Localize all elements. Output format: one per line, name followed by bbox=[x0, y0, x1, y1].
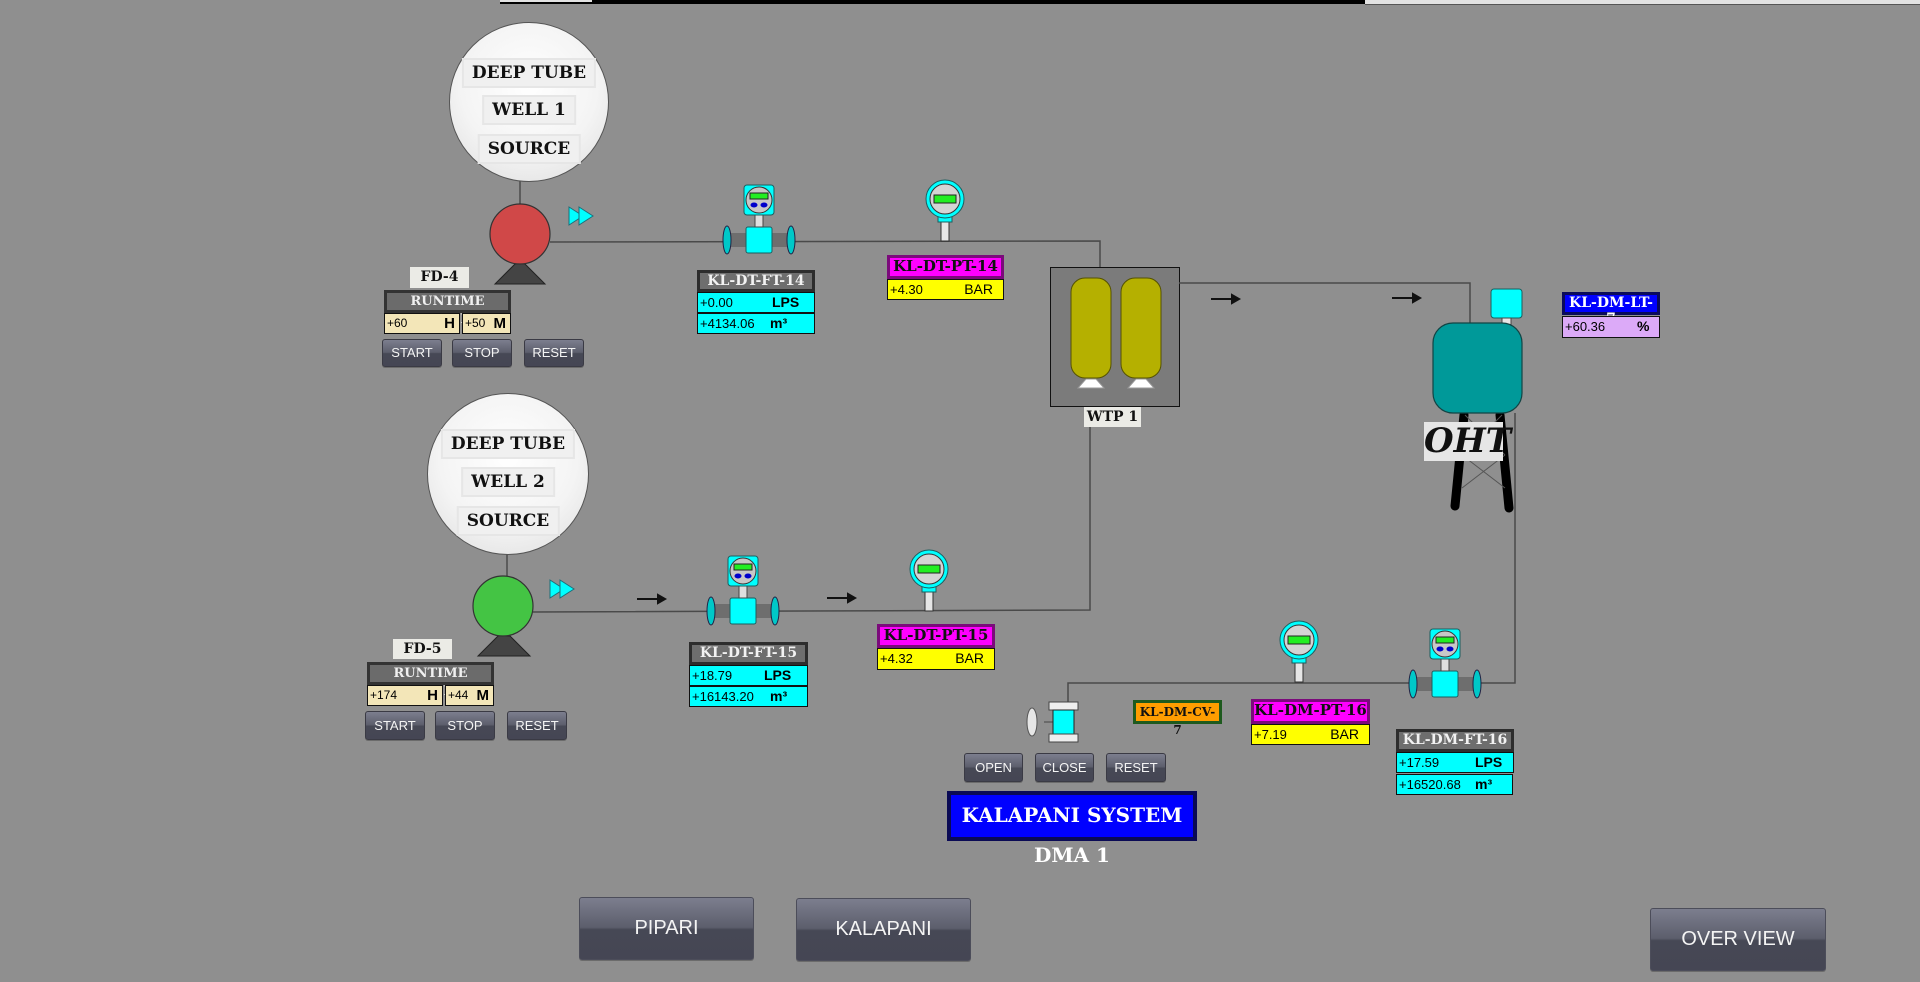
pump-1-icon bbox=[489, 203, 551, 285]
pump-1-runtime-label: RUNTIME PUMP bbox=[384, 290, 511, 327]
pump-2-tag: FD-5 bbox=[393, 639, 452, 659]
oht-label: OHT bbox=[1424, 421, 1512, 461]
flow-meter-icon bbox=[1408, 628, 1482, 699]
nav-pipari-button[interactable]: PIPARI bbox=[579, 897, 754, 960]
pump-1-runtime-minutes: +50 M bbox=[462, 313, 511, 334]
well-2-line-2: WELL 2 bbox=[461, 467, 555, 497]
pressure-15-value: +4.32 BAR bbox=[877, 648, 995, 670]
filter-vessel-icon bbox=[1070, 277, 1112, 389]
flow-meter-14-total: +4134.06 m³ bbox=[697, 313, 815, 334]
flow-meter-icon bbox=[722, 184, 796, 255]
pump-1-stop-button[interactable]: STOP bbox=[452, 339, 512, 367]
pipe-oht-distribution bbox=[1067, 413, 1516, 703]
deep-tube-well-2: DEEP TUBE WELL 2 SOURCE bbox=[427, 393, 589, 555]
top-strip-left bbox=[500, 0, 592, 4]
pressure-16-value: +7.19 BAR bbox=[1251, 724, 1370, 745]
pump-2-reset-button[interactable]: RESET bbox=[507, 711, 567, 740]
pressure-gauge-icon bbox=[925, 179, 965, 242]
pressure-14-tag: KL-DT-PT-14 bbox=[887, 255, 1004, 279]
pipe-pump1-wtp bbox=[549, 240, 1101, 267]
pressure-gauge-icon bbox=[1279, 620, 1319, 683]
flow-meter-16-total: +16520.68 m³ bbox=[1396, 774, 1513, 795]
pressure-16-tag: KL-DM-PT-16 bbox=[1251, 699, 1370, 724]
pressure-gauge-icon bbox=[909, 549, 949, 612]
pump-2-runtime-hours: +174 H bbox=[367, 685, 443, 706]
overhead-tank-icon bbox=[1432, 288, 1523, 513]
flow-meter-14-flow: +0.00 LPS bbox=[697, 292, 815, 313]
pump-2-runtime-label: RUNTIME PUMP bbox=[367, 662, 494, 699]
pipe-pump2-wtp bbox=[532, 426, 1091, 613]
pressure-14-value: +4.30 BAR bbox=[887, 279, 1004, 300]
pump-1-start-button[interactable]: START bbox=[382, 339, 442, 367]
wtp-label: WTP 1 bbox=[1084, 407, 1141, 427]
well-1-line-2: WELL 1 bbox=[482, 95, 576, 125]
flow-meter-15-total: +16143.20 m³ bbox=[689, 686, 808, 707]
nav-kalapani-button[interactable]: KALAPANI bbox=[796, 898, 971, 961]
filter-vessel-icon bbox=[1120, 277, 1162, 389]
well-2-line-3: SOURCE bbox=[456, 506, 560, 536]
flow-meter-16-tag: KL-DM-FT-16 bbox=[1396, 729, 1514, 752]
deep-tube-well-1: DEEP TUBE WELL 1 SOURCE bbox=[449, 22, 609, 182]
well-1-line-1: DEEP TUBE bbox=[461, 58, 597, 88]
pump-2-icon bbox=[472, 575, 534, 657]
pipe-wtp-oht bbox=[1179, 282, 1471, 323]
control-valve-tag: KL-DM-CV-7 bbox=[1133, 700, 1222, 737]
flow-indicator-icon bbox=[549, 579, 575, 599]
level-7-tag: KL-DM-LT-7 bbox=[1562, 292, 1660, 327]
pressure-15-tag: KL-DT-PT-15 bbox=[877, 624, 995, 648]
top-strip-right bbox=[1365, 0, 1920, 5]
valve-close-button[interactable]: CLOSE bbox=[1035, 753, 1094, 782]
level-7-value: +60.36 % bbox=[1562, 316, 1660, 338]
top-strip bbox=[592, 0, 1365, 4]
pump-2-start-button[interactable]: START bbox=[365, 711, 425, 740]
pump-2-stop-button[interactable]: STOP bbox=[435, 711, 495, 740]
direction-arrows bbox=[637, 292, 1423, 605]
level-sensor-icon bbox=[1490, 288, 1523, 319]
well-2-line-1: DEEP TUBE bbox=[440, 429, 576, 459]
valve-reset-button[interactable]: RESET bbox=[1106, 753, 1166, 782]
pump-2-runtime-minutes: +44 M bbox=[445, 685, 494, 706]
nav-overview-button[interactable]: OVER VIEW bbox=[1650, 908, 1826, 971]
flow-indicator-icon bbox=[568, 206, 594, 226]
pump-1-reset-button[interactable]: RESET bbox=[524, 339, 584, 367]
flow-meter-16-flow: +17.59 LPS bbox=[1396, 752, 1514, 773]
flow-meter-15-tag: KL-DT-FT-15 bbox=[689, 642, 808, 665]
control-valve-icon bbox=[1026, 701, 1079, 743]
flow-meter-15-flow: +18.79 LPS bbox=[689, 665, 808, 686]
well-1-line-3: SOURCE bbox=[477, 134, 581, 164]
pump-1-runtime-hours: +60 H bbox=[384, 313, 460, 334]
valve-open-button[interactable]: OPEN bbox=[964, 753, 1023, 782]
pump-1-tag: FD-4 bbox=[410, 267, 469, 288]
flow-meter-icon bbox=[706, 555, 780, 626]
flow-meter-14-tag: KL-DT-FT-14 bbox=[697, 270, 815, 292]
system-title: KALAPANI SYSTEM DMA 1 bbox=[947, 791, 1197, 867]
